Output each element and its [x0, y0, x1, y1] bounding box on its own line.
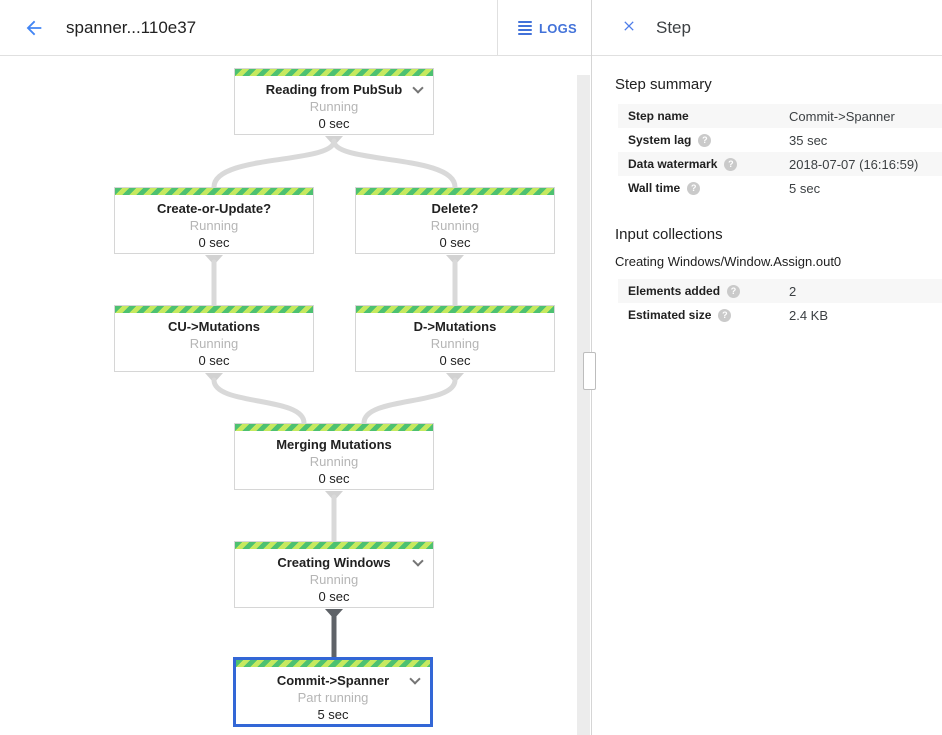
- graph-node-delete[interactable]: Delete? Running 0 sec: [355, 187, 555, 254]
- arrow-left-icon: [23, 17, 45, 39]
- detail-row: Step name Commit->Spanner: [618, 104, 942, 128]
- logs-button-label: LOGS: [538, 20, 577, 36]
- detail-row: System lag?35 sec: [618, 128, 942, 152]
- graph-node-create-or-update[interactable]: Create-or-Update? Running 0 sec: [114, 187, 314, 254]
- node-status: Running: [309, 454, 359, 469]
- detail-row: Wall time?5 sec: [618, 176, 942, 200]
- input-collection-name: Creating Windows/Window.Assign.out0: [615, 254, 842, 269]
- job-title: spanner...110e37: [66, 17, 197, 37]
- back-button[interactable]: [18, 12, 50, 44]
- node-title: Create-or-Update?: [156, 201, 272, 216]
- node-status: Running: [430, 336, 480, 351]
- node-title: CU->Mutations: [167, 319, 261, 334]
- help-icon[interactable]: ?: [724, 157, 738, 171]
- graph-scrollbar-track[interactable]: [577, 75, 590, 735]
- detail-label: Step name: [628, 109, 689, 123]
- step-details-panel: Step Step summary Step name Commit->Spann…: [591, 0, 942, 735]
- running-status-stripe: [356, 188, 554, 195]
- detail-row: Estimated size?2.4 KB: [618, 303, 942, 327]
- detail-value: 5 sec: [789, 180, 821, 196]
- node-status: Running: [189, 336, 239, 351]
- node-time: 0 sec: [318, 471, 350, 486]
- help-icon[interactable]: ?: [698, 133, 712, 147]
- detail-value: 2018-07-07 (16:16:59): [789, 156, 919, 172]
- panel-resize-handle[interactable]: [583, 352, 596, 390]
- detail-label: Elements added?: [618, 284, 789, 298]
- running-status-stripe: [235, 424, 433, 431]
- node-title: D->Mutations: [413, 319, 497, 334]
- top-header: spanner...110e37 LOGS: [0, 0, 591, 56]
- detail-value: Commit->Spanner: [789, 108, 895, 124]
- detail-label: Estimated size?: [618, 308, 789, 322]
- node-time: 0 sec: [198, 353, 230, 368]
- node-time: 0 sec: [318, 116, 350, 131]
- detail-value: 2.4 KB: [789, 307, 829, 323]
- detail-value: 35 sec: [789, 132, 828, 148]
- logs-button[interactable]: LOGS: [496, 0, 577, 56]
- close-panel-button[interactable]: [614, 13, 644, 43]
- detail-label: Wall time?: [618, 181, 789, 195]
- node-status: Part running: [297, 690, 369, 705]
- node-status: Running: [189, 218, 239, 233]
- panel-header: Step: [592, 0, 942, 56]
- help-icon[interactable]: ?: [687, 181, 701, 195]
- detail-label: System lag?: [618, 133, 789, 147]
- close-icon: [621, 18, 637, 37]
- running-status-stripe: [235, 542, 433, 549]
- detail-value: 2: [789, 283, 797, 299]
- panel-title: Step: [656, 17, 691, 37]
- input-collections-heading: Input collections: [615, 226, 723, 243]
- node-title: Reading from PubSub: [265, 82, 403, 97]
- node-status: Running: [309, 572, 359, 587]
- node-time: 0 sec: [439, 353, 471, 368]
- selected-edge-arrow: [325, 609, 343, 619]
- node-status: Running: [430, 218, 480, 233]
- running-status-stripe: [235, 69, 433, 76]
- node-title: Delete?: [431, 201, 479, 216]
- node-title: Creating Windows: [277, 555, 391, 570]
- node-title: Commit->Spanner: [276, 673, 390, 688]
- graph-edges: [205, 136, 464, 657]
- node-time: 0 sec: [318, 589, 350, 604]
- node-status: Running: [309, 99, 359, 114]
- running-status-stripe: [236, 660, 430, 667]
- detail-row: Elements added?2: [618, 279, 942, 303]
- running-status-stripe: [356, 306, 554, 313]
- step-summary-heading: Step summary: [615, 76, 712, 93]
- help-icon[interactable]: ?: [718, 308, 732, 322]
- node-time: 0 sec: [439, 235, 471, 250]
- node-time: 5 sec: [317, 707, 349, 722]
- detail-row: Data watermark?2018-07-07 (16:16:59): [618, 152, 942, 176]
- node-time: 0 sec: [198, 235, 230, 250]
- detail-label: Data watermark?: [618, 157, 789, 171]
- node-title: Merging Mutations: [276, 437, 392, 452]
- running-status-stripe: [115, 306, 313, 313]
- logs-icon: [517, 21, 532, 35]
- running-status-stripe: [115, 188, 313, 195]
- help-icon[interactable]: ?: [727, 284, 741, 298]
